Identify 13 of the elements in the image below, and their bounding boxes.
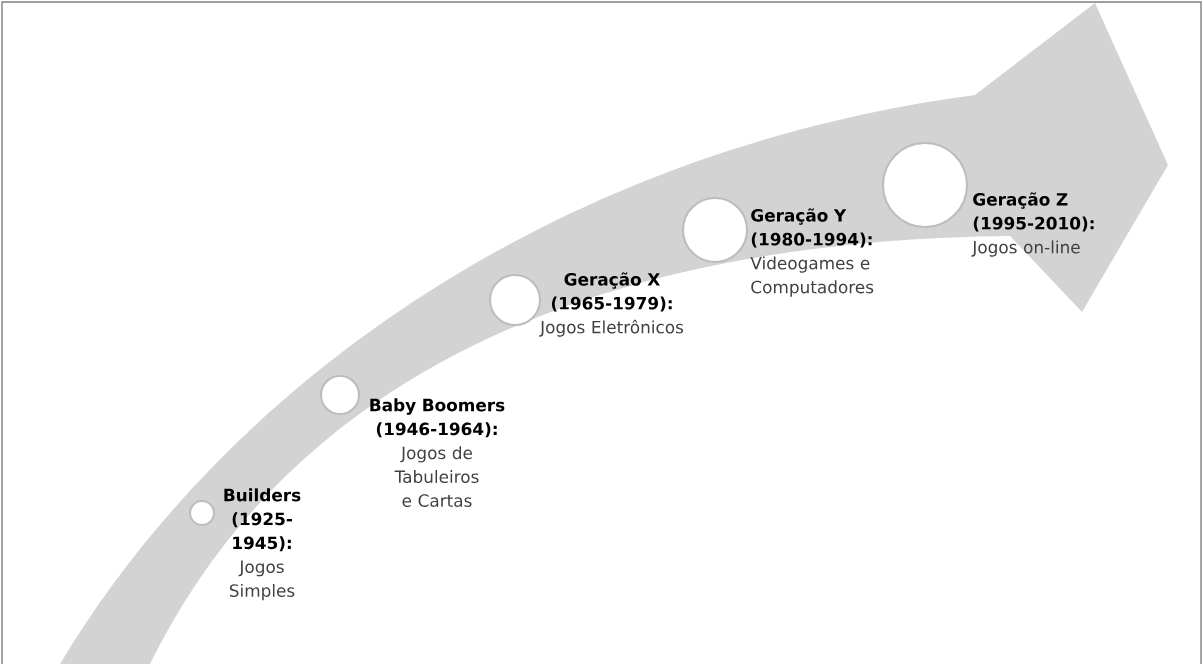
game-type-label: Videogames e Computadores	[750, 256, 874, 297]
generation-label: Geração X (1965-1979):	[551, 272, 672, 312]
generation-label: Geração Y (1980-1994):	[751, 208, 872, 248]
game-type-label: Jogos de Tabuleiros e Cartas	[394, 446, 479, 507]
milestone-circle	[319, 374, 361, 416]
generation-label: Baby Boomers (1946-1964):	[370, 398, 505, 438]
milestone-circle	[881, 141, 969, 229]
generation-label: Builders (1925-1945):	[224, 488, 301, 552]
generation-label: Geração Z (1995-2010):	[973, 192, 1094, 232]
game-type-label: Jogos Simples	[229, 560, 295, 601]
milestone-circle	[681, 196, 749, 264]
game-type-label: Jogos Eletrônicos	[539, 319, 684, 337]
game-type-label: Jogos on-line	[971, 240, 1080, 257]
